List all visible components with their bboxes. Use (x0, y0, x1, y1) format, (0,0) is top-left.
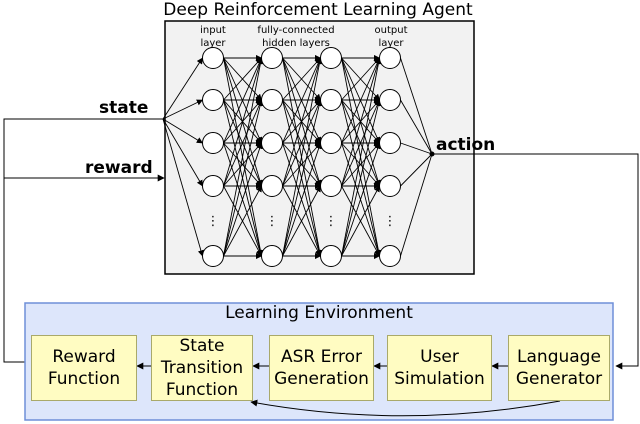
network-edge (282, 57, 322, 144)
action-line (432, 153, 639, 370)
network-edge (223, 142, 262, 187)
neuron-node (379, 132, 401, 154)
neuron-node (202, 89, 224, 111)
neuron-node (379, 47, 401, 69)
ellipsis-icon: ⋮ (325, 214, 338, 229)
neuron-node (202, 47, 224, 69)
input-layer-label: input layer (200, 25, 226, 49)
output-layer-label: output layer (375, 25, 408, 49)
neuron-node (379, 245, 401, 267)
network-edge (223, 99, 263, 187)
state-input-arrow (162, 99, 204, 120)
neuron-node (202, 175, 224, 197)
hidden-layers-label-line1: fully-connected (257, 25, 334, 36)
network-edge (341, 57, 380, 101)
neuron-node (320, 132, 342, 154)
ellipsis-icon: ⋮ (207, 214, 220, 229)
output-to-action-line (400, 142, 433, 155)
output-to-action-line (400, 153, 433, 257)
network-edge (282, 142, 322, 257)
neuron-node (261, 132, 283, 154)
state-input-arrow (162, 118, 203, 187)
neuron-node (261, 47, 283, 69)
network-edge (282, 185, 321, 257)
network-edge (282, 57, 322, 187)
network-edge (341, 57, 382, 257)
environment-title: Learning Environment (225, 303, 413, 323)
neuron-node (261, 245, 283, 267)
ellipsis-icon: ⋮ (384, 214, 397, 229)
network-edge (223, 99, 264, 257)
network-edge (282, 99, 323, 257)
input-layer-label-line2: layer (200, 38, 226, 49)
agent-title-text: Deep Reinforcement Learning Agent (163, 0, 473, 20)
output-layer-label-line1: output (375, 25, 408, 36)
module-reward-function: Reward Function (31, 335, 137, 401)
module-state-transition-function: State Transition Function (151, 335, 253, 401)
neuron-node (261, 175, 283, 197)
module-asr-error-generation: ASR Error Generation (269, 335, 374, 401)
neuron-node (202, 132, 224, 154)
network-edge (341, 57, 381, 144)
state-input-arrows (162, 57, 204, 257)
hidden-layers-label: fully-connected hidden layers (257, 25, 334, 49)
network-edge (341, 99, 382, 257)
output-to-action-line (400, 57, 433, 155)
network-edge (282, 57, 323, 257)
network-edge (223, 57, 264, 257)
output-to-action-line (400, 99, 433, 155)
neuron-node (320, 245, 342, 267)
network-edge (282, 57, 321, 101)
state-input-arrow (162, 57, 203, 120)
network-edge (223, 57, 262, 101)
neuron-node (320, 89, 342, 111)
output-to-action-line (400, 153, 433, 187)
neuron-node (379, 89, 401, 111)
reward-label: reward (85, 158, 153, 178)
ellipsis-icon: ⋮ (266, 214, 279, 229)
network-edge (341, 142, 380, 187)
state-input-arrow (162, 118, 204, 144)
network-edge (341, 99, 381, 187)
agent-title: Deep Reinforcement Learning Agent (0, 0, 640, 20)
hidden-layers-label-line2: hidden layers (262, 38, 330, 49)
neuron-node (320, 47, 342, 69)
state-input-arrow (162, 118, 204, 257)
action-label: action (436, 135, 496, 155)
arrow-language-to-state-transition (250, 399, 561, 417)
neuron-node (202, 245, 224, 267)
network-edge (341, 57, 381, 187)
neuron-node (320, 175, 342, 197)
network-edge (341, 185, 380, 257)
network-edge (223, 57, 263, 187)
neuron-node (379, 175, 401, 197)
network-edge (282, 99, 322, 187)
network-edge (341, 142, 381, 257)
module-user-simulation: User Simulation (387, 335, 492, 401)
module-language-generator: Language Generator (508, 335, 610, 401)
neuron-node (261, 89, 283, 111)
output-to-action-lines (400, 57, 435, 257)
output-layer-label-line2: layer (378, 38, 404, 49)
network-edge (223, 185, 262, 257)
state-label: state (99, 98, 149, 118)
state-feedback-line (3, 118, 163, 363)
input-layer-label-line1: input (200, 25, 226, 36)
network-connections (223, 54, 382, 260)
network-nodes: ⋮ ⋮ ⋮ ⋮ (202, 47, 401, 267)
network-edge (223, 57, 263, 144)
network-edge (282, 142, 321, 187)
network-edge (223, 142, 263, 257)
